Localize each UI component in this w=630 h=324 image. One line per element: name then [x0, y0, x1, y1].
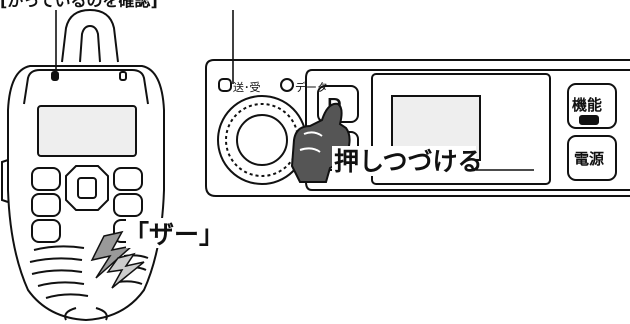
- panel-chassis: [205, 59, 630, 197]
- mic-display: [37, 105, 137, 157]
- mic-hanger: [61, 8, 119, 63]
- func-key-badge: [579, 115, 599, 125]
- mic-center-key: [77, 177, 97, 199]
- rx-indicator-lamp: [119, 71, 127, 81]
- microphone: [0, 8, 165, 322]
- tx-rx-label: 送･受: [233, 80, 261, 94]
- mic-grille-8: [117, 280, 143, 285]
- mic-grille-1: [33, 245, 85, 251]
- power-key: [567, 135, 617, 181]
- noise-lightning-icon: [90, 230, 145, 289]
- mic-cable: [64, 307, 108, 321]
- power-key-label: 電源: [574, 150, 604, 168]
- func-key-sub: F: [585, 117, 589, 125]
- mic-key-right-2: [113, 193, 143, 217]
- mic-top-panel: [23, 69, 149, 105]
- press-hold-label: 押しつづける: [334, 147, 483, 176]
- top-caption: [がっているのを確認]: [0, 0, 158, 10]
- press-label-bg: [332, 146, 476, 176]
- panel-display-frame: [371, 73, 551, 185]
- mic-key-left-3: [31, 219, 61, 243]
- func-key: [567, 83, 617, 129]
- mic-grille-3: [31, 269, 83, 275]
- data-label: データ: [295, 80, 328, 94]
- tx-rx-lamp: [218, 78, 232, 92]
- mic-side-button: [0, 159, 9, 203]
- dial-knob: [236, 114, 288, 166]
- func-key-label: 機能: [572, 96, 602, 114]
- mic-grille-4: [37, 281, 85, 287]
- mic-hanger-inner: [79, 24, 101, 63]
- mic-key-right-1: [113, 167, 143, 191]
- mic-grille-2: [29, 257, 83, 263]
- data-lamp: [280, 78, 294, 92]
- dial-outer: [217, 95, 307, 185]
- mic-key-left-2: [31, 193, 61, 217]
- noise-label: 「ザー」: [124, 220, 224, 249]
- mic-key-left-1: [31, 167, 61, 191]
- mic-grille-5: [45, 293, 89, 299]
- tx-indicator-lamp: [51, 71, 59, 81]
- mic-cross-key: [65, 165, 109, 211]
- noise-label-bg: [126, 218, 208, 248]
- mic-body: [7, 65, 165, 322]
